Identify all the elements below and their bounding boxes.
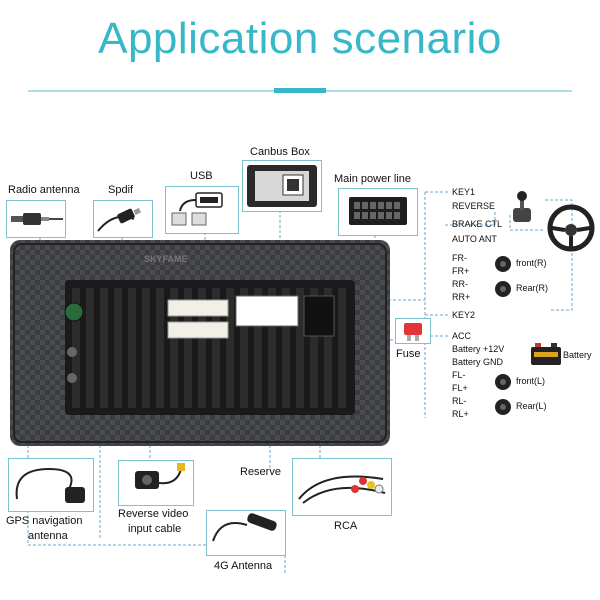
wire-battery-gnd: Battery GND [452,357,504,367]
head-unit-back-panel [10,240,390,446]
canbus-box-label: Canbus Box [250,146,310,158]
speaker-icon [495,374,511,390]
fuse-box [395,318,431,344]
gps-antenna-box [8,458,94,512]
usb-label: USB [190,170,213,182]
wire-reverse: REVERSE [452,201,496,211]
wire-auto-ant: AUTO ANT [452,234,497,244]
radio-antenna-box [6,200,66,238]
wire-brake-ctl: BRAKE CTL [452,219,503,229]
fuse-label: Fuse [396,348,421,360]
brand-label: SKYFAME [144,254,188,264]
reverse-label-line2: input cable [128,523,182,535]
speaker-icon [495,281,511,297]
4g-antenna-icon [212,513,277,542]
wire-fl-plus: FL+ [452,383,468,393]
speaker-front-r: front(R) [516,258,547,268]
spdif-box [93,200,153,238]
wire-rr-minus: RR- [452,279,468,289]
4g-antenna-label: 4G Antenna [214,560,273,572]
power-connector-icon [349,197,407,225]
wire-battery-12v: Battery +12V [452,344,505,354]
rca-box [292,458,392,516]
wire-key2: KEY2 [452,310,476,320]
radio-antenna-label: Radio antenna [8,184,80,196]
wire-fr-plus: FR+ [452,266,470,276]
wire-fr-minus: FR- [452,253,467,263]
wire-fl-minus: FL- [452,370,466,380]
wire-rl-plus: RL+ [452,409,469,419]
optical-cable-icon [97,207,141,232]
speaker-rear-r: Rear(R) [516,283,549,293]
wire-acc: ACC [452,331,472,341]
main-power-line-box [338,188,418,236]
steering-wheel-icon [547,204,595,252]
rca-label: RCA [334,520,358,532]
usb-plug-icon [171,192,223,226]
gear-shift-icon [513,191,531,222]
speaker-icon [495,256,511,272]
canbus-box [242,160,322,212]
canbus-box-icon [247,165,317,207]
title-underline [28,88,572,93]
wire-rl-minus: RL- [452,396,467,406]
4g-antenna-box [206,510,286,556]
fuse-icon [404,323,422,341]
wire-rr-plus: RR+ [452,292,471,302]
rca-cable-icon [298,475,386,504]
battery-label: Battery [563,350,592,360]
battery-icon [531,343,561,365]
speaker-icon [495,399,511,415]
gps-label-line1: GPS navigation [6,515,83,527]
speaker-rear-l: Rear(L) [516,401,547,411]
spdif-label: Spdif [108,184,134,196]
wire-key1: KEY1 [452,187,476,197]
reverse-camera-icon [135,463,185,489]
reserve-label: Reserve [240,466,281,478]
usb-box [165,186,239,234]
radio-antenna-plug-icon [11,213,63,225]
speaker-front-l: front(L) [516,376,546,386]
page-title: Application scenario [98,14,502,63]
gps-label-line2: antenna [28,530,68,542]
gps-antenna-icon [15,467,85,503]
main-power-line-label: Main power line [334,173,412,185]
reverse-label-line1: Reverse video [118,508,189,520]
reverse-camera-box [118,460,194,506]
